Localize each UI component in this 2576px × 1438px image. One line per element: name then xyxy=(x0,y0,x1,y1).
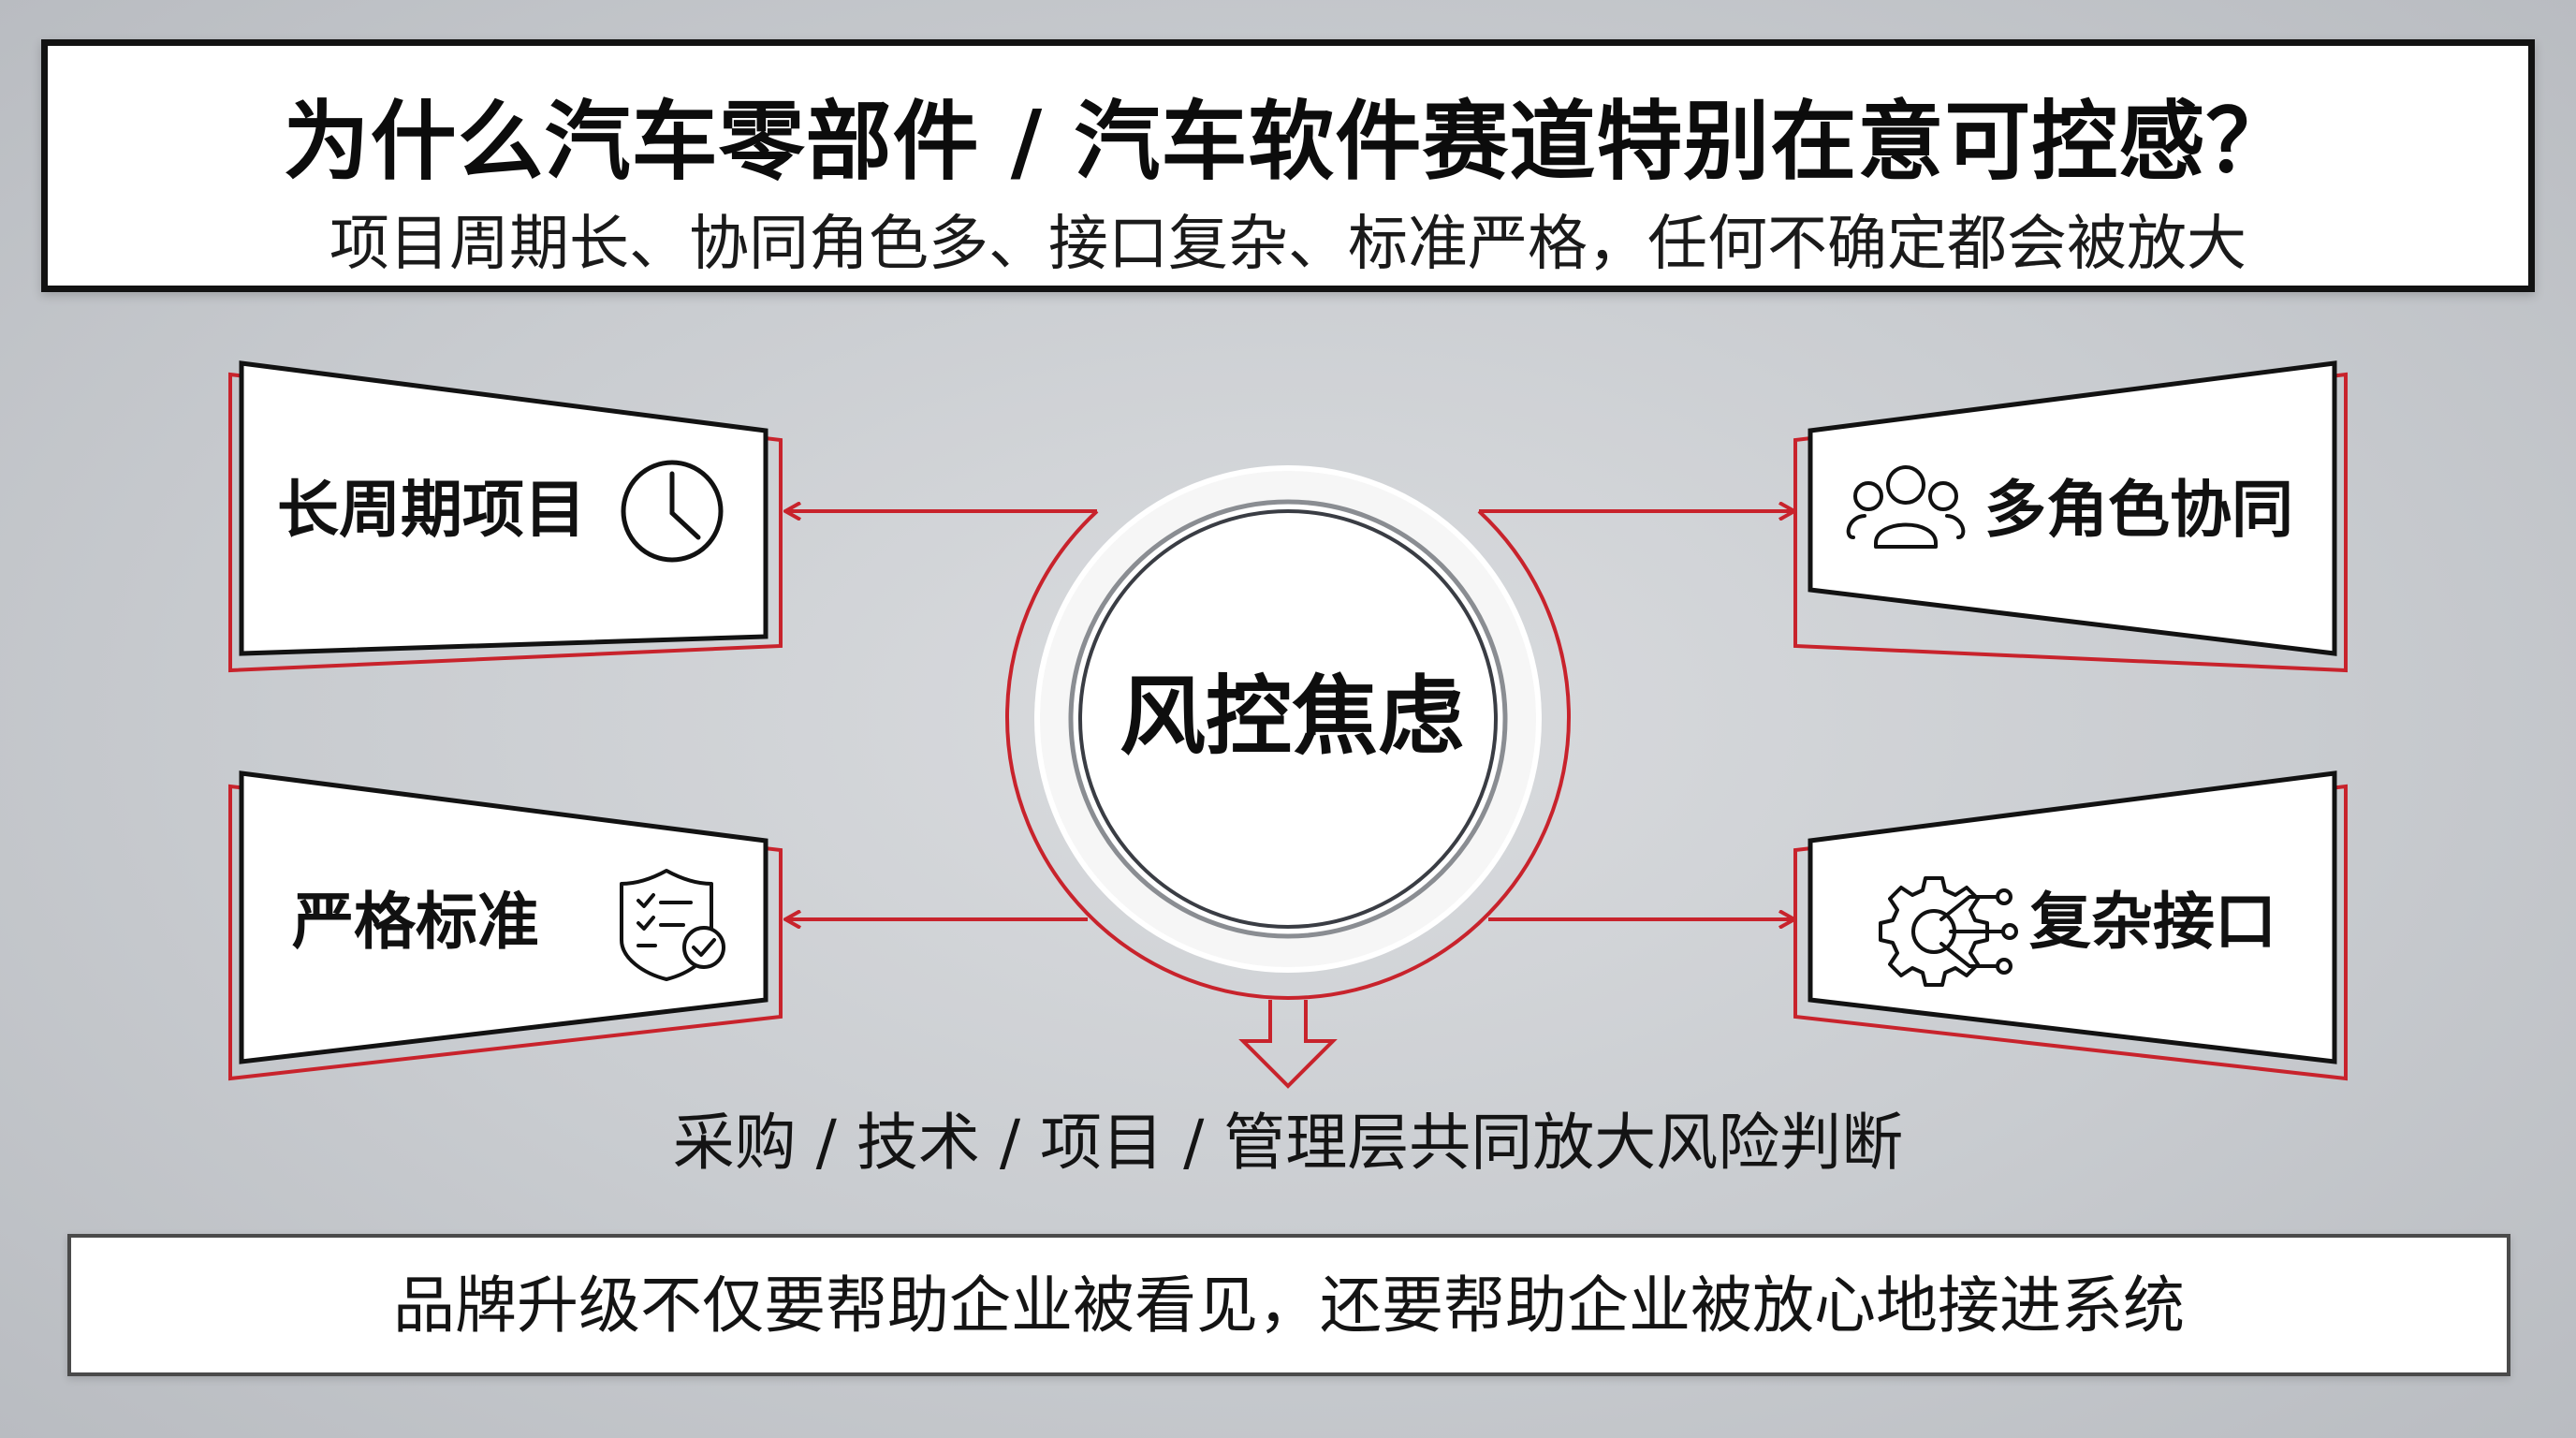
panel-top-left xyxy=(228,360,783,673)
center-circle xyxy=(1034,465,1542,973)
people-group-icon xyxy=(1846,465,1966,549)
gear-network-icon xyxy=(1879,876,2018,987)
shield-checklist-icon xyxy=(620,869,725,981)
connector-lines xyxy=(786,509,1793,1000)
footer-banner: 品牌升级不仅要帮助企业被看见，还要帮助企业被放心地接进系统 xyxy=(67,1234,2510,1376)
panel-top-right xyxy=(1793,360,2348,673)
page-subtitle: 项目周期长、协同角色多、接口复杂、标准严格，任何不确定都会被放大 xyxy=(329,210,2247,279)
footer-text: 品牌升级不仅要帮助企业被看见，还要帮助企业被放心地接进系统 xyxy=(393,1269,2185,1342)
panel-bottom-left xyxy=(228,770,783,1081)
outer-red-ring xyxy=(1005,509,1571,1000)
center-label: 风控焦虑 xyxy=(1119,667,1464,767)
header-banner: 为什么汽车零部件 / 汽车软件赛道特别在意可控感？ 项目周期长、协同角色多、接口… xyxy=(41,39,2535,292)
clock-icon xyxy=(621,460,724,563)
down-arrow xyxy=(1238,1000,1338,1089)
factor-label-long-cycle: 长周期项目 xyxy=(277,474,586,546)
factor-label-strict-standards: 严格标准 xyxy=(292,886,539,958)
risk-caption: 采购 / 技术 / 项目 / 管理层共同放大风险判断 xyxy=(672,1107,1904,1179)
page-title: 为什么汽车零部件 / 汽车软件赛道特别在意可控感？ xyxy=(283,92,2293,192)
factor-label-complex-interface: 复杂接口 xyxy=(2029,886,2276,958)
factor-label-multi-role: 多角色协同 xyxy=(1984,474,2293,546)
panel-bottom-right xyxy=(1793,770,2348,1081)
